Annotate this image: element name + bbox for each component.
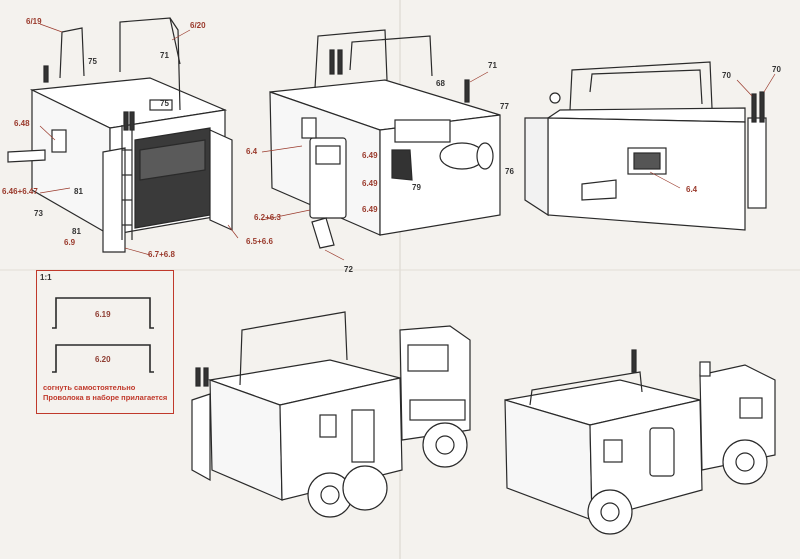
callout-79: 79 bbox=[412, 183, 421, 192]
wire-bending-template-box: 1:1 6.19 6.20 согнуть самостоятельно Про… bbox=[36, 270, 174, 414]
wire-template-6-19 bbox=[52, 297, 154, 329]
callout-6-20: 6/20 bbox=[190, 21, 206, 30]
note-wire-included: Проволока в наборе прилагается bbox=[43, 393, 168, 402]
callout-75-a: 75 bbox=[88, 57, 97, 66]
scale-label: 1:1 bbox=[40, 273, 52, 282]
callout-70-a: 70 bbox=[722, 71, 731, 80]
wire-template-6-20 bbox=[52, 344, 154, 373]
callout-75-b: 75 bbox=[160, 99, 169, 108]
callout-71-a: 71 bbox=[160, 51, 169, 60]
callout-70-b: 70 bbox=[772, 65, 781, 74]
callout-76: 76 bbox=[505, 167, 514, 176]
callout-6-4-b: 6.4 bbox=[686, 185, 698, 194]
callout-6-49-a: 6.49 bbox=[362, 151, 378, 160]
callout-6-19: 6/19 bbox=[26, 17, 42, 26]
callout-6-46-6-47: 6.46+6.47 bbox=[2, 187, 38, 196]
callout-6-48: 6.48 bbox=[14, 119, 30, 128]
note-bend-yourself: согнуть самостоятельно bbox=[43, 383, 136, 392]
view1-body-open-doors bbox=[7, 17, 233, 253]
wire-label-6-19: 6.19 bbox=[95, 310, 111, 319]
callout-6-49-c: 6.49 bbox=[362, 205, 378, 214]
callout-81-b: 81 bbox=[72, 227, 81, 236]
callout-6-4-a: 6.4 bbox=[246, 147, 258, 156]
view5-truck-closed bbox=[504, 349, 776, 535]
callout-71-b: 71 bbox=[488, 61, 497, 70]
callout-72: 72 bbox=[344, 265, 353, 274]
callout-77: 77 bbox=[500, 102, 509, 111]
callout-73: 73 bbox=[34, 209, 43, 218]
callout-6-2-6-3: 6.2+6.3 bbox=[254, 213, 281, 222]
callout-68: 68 bbox=[436, 79, 445, 88]
view2-body-closed bbox=[269, 29, 501, 249]
view4-truck-open bbox=[191, 311, 471, 518]
callout-6-49-b: 6.49 bbox=[362, 179, 378, 188]
wire-label-6-20: 6.20 bbox=[95, 355, 111, 364]
callout-6-9: 6.9 bbox=[64, 238, 76, 247]
callout-6-7-6-8: 6.7+6.8 bbox=[148, 250, 175, 259]
callout-6-5-6-6: 6.5+6.6 bbox=[246, 237, 273, 246]
callout-81-a: 81 bbox=[74, 187, 83, 196]
view3-body-rear bbox=[524, 61, 767, 231]
